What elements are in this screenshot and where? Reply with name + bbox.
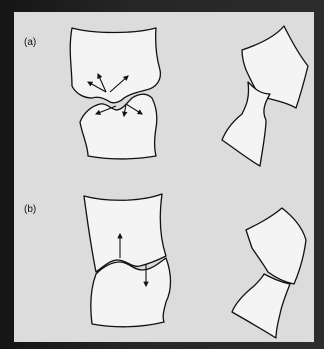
panel-a-upper-block (70, 28, 160, 103)
panel-a-right-diagram (222, 26, 308, 166)
panel-a-lower-block (80, 94, 157, 159)
panel-b-rotated-upper (246, 208, 306, 284)
panel-b-upper-block (84, 194, 166, 272)
panel-a-rotated-lower (222, 82, 270, 166)
figure-illustration (14, 12, 314, 342)
panel-b-right-diagram (232, 208, 306, 338)
figure-panel: (a) (b) (14, 12, 314, 342)
panel-b-lower-block (91, 258, 171, 327)
panel-a-left-diagram (70, 28, 160, 159)
panel-b-left-diagram (84, 194, 171, 327)
panel-b-rotated-lower (232, 274, 290, 338)
